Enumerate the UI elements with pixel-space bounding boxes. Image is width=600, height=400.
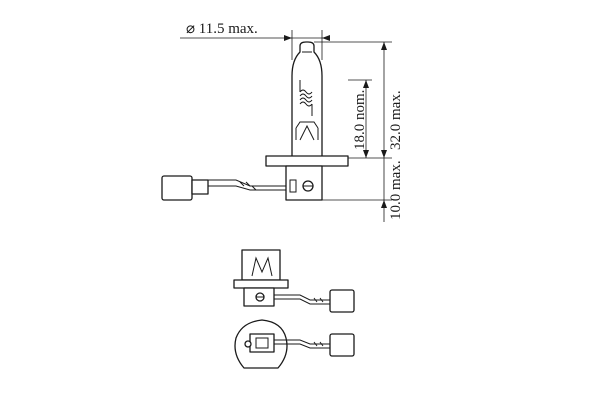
bulb-side-view xyxy=(161,41,349,201)
base-max-label: 10.0 max. xyxy=(388,160,404,220)
inner-shield xyxy=(295,121,319,141)
filament-leads xyxy=(299,80,313,116)
bulb-side-view-small xyxy=(233,249,355,313)
bulb-bottom-view-small xyxy=(234,319,355,369)
filament-coil xyxy=(299,89,313,107)
glass-capsule xyxy=(291,41,323,159)
length-max-label: 32.0 max. xyxy=(388,90,404,150)
terminal-connector xyxy=(161,175,193,201)
length-nominal-label: 18.0 nom. xyxy=(352,90,368,150)
lead-wire xyxy=(208,179,286,191)
diameter-label: ⌀ 11.5 max. xyxy=(186,21,258,37)
base-tab xyxy=(289,179,297,193)
base-flange xyxy=(265,155,349,167)
dimension-lines xyxy=(180,30,392,222)
wire-insulation xyxy=(239,181,257,191)
terminal-sleeve xyxy=(191,179,209,195)
